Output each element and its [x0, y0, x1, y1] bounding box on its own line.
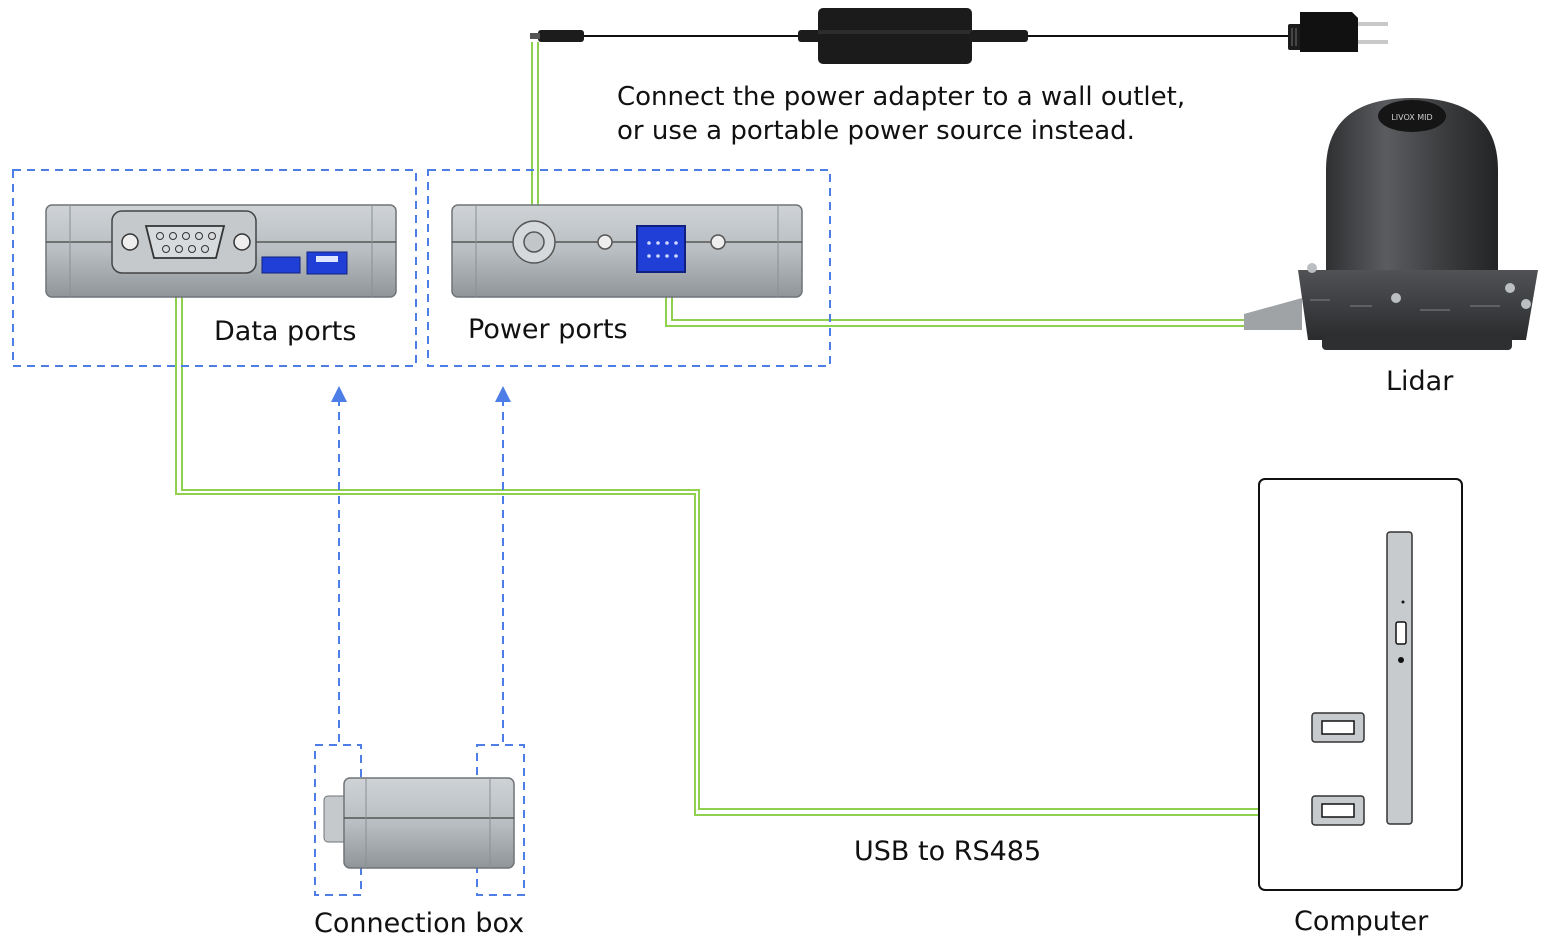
lidar-icon: LIVOX MID: [1244, 98, 1538, 350]
power-instruction-line2: or use a portable power source instead.: [617, 116, 1135, 146]
lidar-label: Lidar: [1386, 366, 1454, 397]
wall-plug-icon: [1288, 12, 1388, 52]
computer-icon: [1258, 478, 1463, 891]
cables: [175, 42, 1312, 816]
connection-box-icon: [323, 777, 515, 869]
arrow-heads: [331, 386, 511, 402]
arrow-up-icon: [495, 386, 511, 402]
lidar-badge: LIVOX MID: [1391, 113, 1432, 122]
computer-label: Computer: [1294, 906, 1429, 937]
lidar-port-icon: [636, 225, 686, 273]
usb-port-icon: [1311, 795, 1365, 826]
connection-box-label: Connection box: [314, 908, 525, 939]
usb-port-icon: [1311, 712, 1365, 743]
power-ports-outline: [427, 169, 831, 367]
power-instruction-line1: Connect the power adapter to a wall outl…: [617, 82, 1186, 112]
dashed-outlines: [12, 169, 831, 896]
power-ports-panel: [451, 204, 803, 298]
db9-port-icon: [111, 210, 257, 274]
dc-plug-icon: [538, 30, 584, 42]
usb-rs485-cable: [175, 280, 1312, 816]
led-icon: [597, 234, 613, 250]
power-ports-label: Power ports: [468, 314, 628, 345]
power-adapter: [530, 8, 1388, 64]
data-ports-outline: [12, 169, 417, 367]
data-ports-label: Data ports: [214, 316, 357, 347]
small-port-icon: [261, 256, 301, 274]
optical-drive-icon: [1386, 531, 1413, 825]
arrow-up-icon: [331, 386, 347, 402]
data-ports-panel: [45, 204, 397, 298]
usb-rs485-label: USB to RS485: [854, 836, 1042, 867]
